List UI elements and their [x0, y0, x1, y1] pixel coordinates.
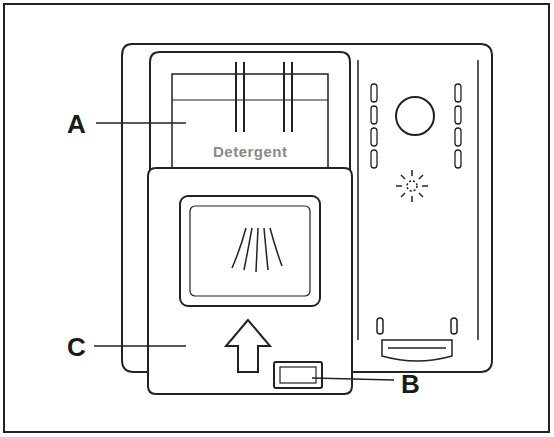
callout-letter: B: [401, 371, 420, 397]
leader-line: [312, 378, 394, 380]
embossed-label: Detergent: [213, 144, 288, 159]
release-button: [274, 362, 322, 388]
rinse-panel: [358, 60, 478, 340]
leader-line: [94, 345, 186, 347]
detergent-cup: [150, 52, 350, 170]
latch: [377, 318, 457, 361]
rinse-aid-cap: [396, 97, 434, 135]
leader-line: [96, 122, 186, 124]
callout-letter: C: [67, 334, 86, 360]
open-arrow: [226, 320, 270, 372]
frame: [4, 4, 549, 432]
callout-letter: A: [67, 111, 86, 137]
indicator-symbol: [396, 170, 428, 202]
lid-window: [180, 196, 320, 306]
dispenser-lid: [148, 168, 352, 394]
